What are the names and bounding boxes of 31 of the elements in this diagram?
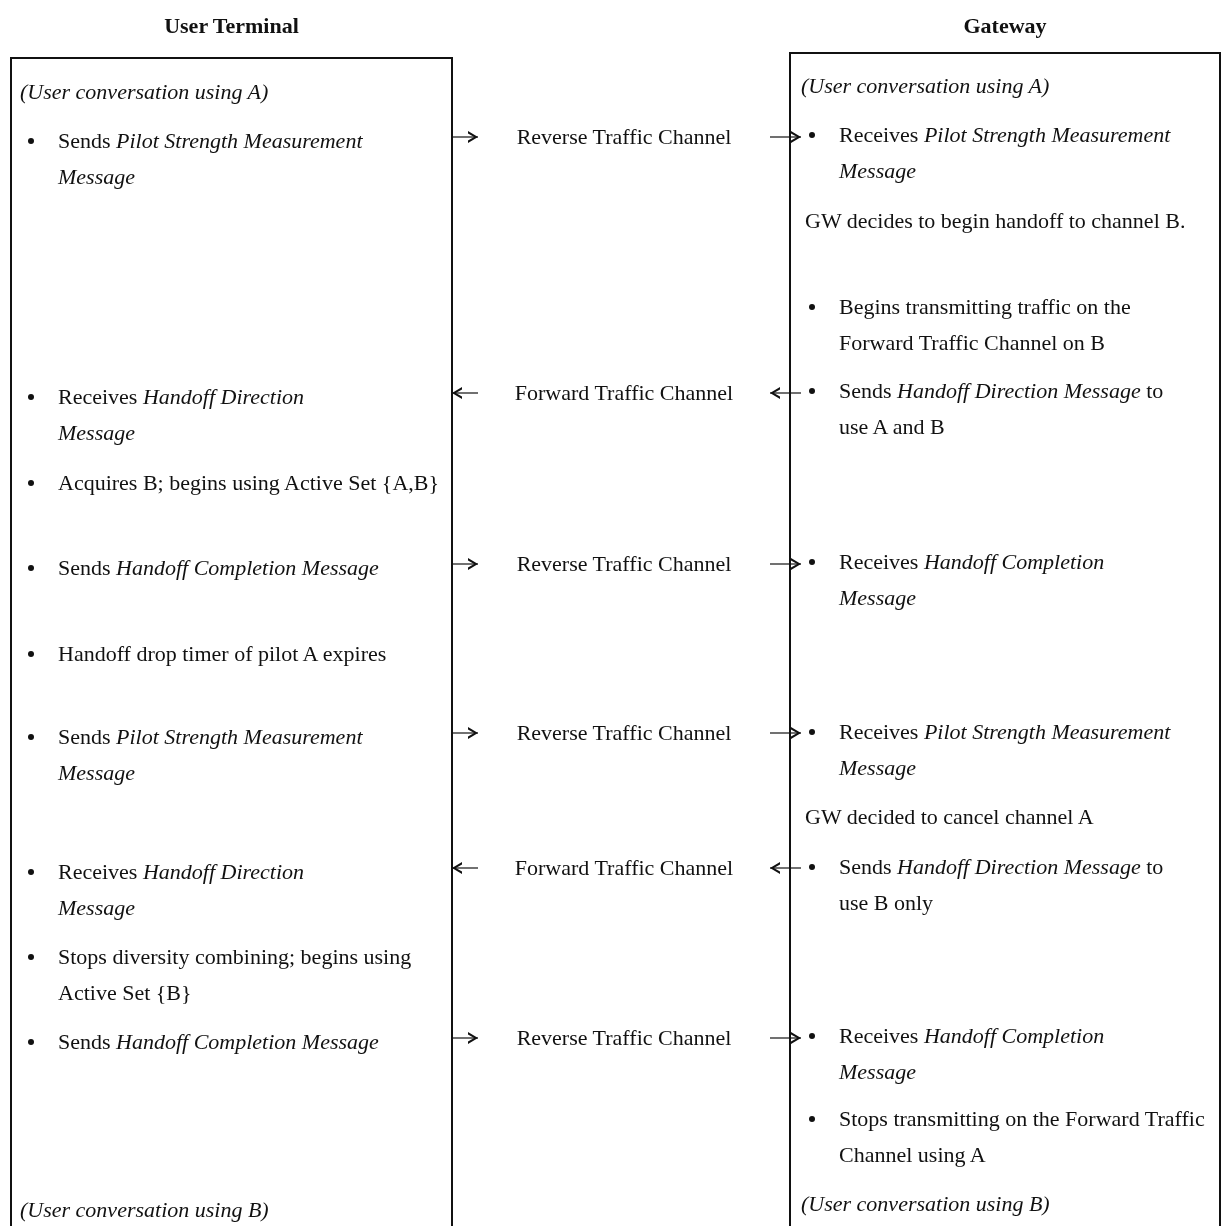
channel-label: Reverse Traffic Channel bbox=[478, 119, 770, 155]
note-text: (User conversation using A) bbox=[20, 74, 440, 110]
list-item: Receives Handoff Completion Message bbox=[801, 1018, 1181, 1090]
list-item: Receives Pilot Strength Measurement Message bbox=[801, 117, 1206, 189]
channel-label: Reverse Traffic Channel bbox=[478, 1020, 770, 1056]
list-item: Begins transmitting traffic on the Forward Traffic Channel on B bbox=[801, 289, 1206, 361]
list-item: Sends Handoff Direction Message to use A and B bbox=[801, 373, 1191, 445]
note-text: GW decided to cancel channel A bbox=[805, 799, 1210, 835]
channel-label: Forward Traffic Channel bbox=[478, 850, 770, 886]
list-item: Handoff drop timer of pilot A expires bbox=[20, 636, 452, 672]
list-item: Sends Pilot Strength Measurement Message bbox=[20, 719, 452, 791]
list-item: Receives Handoff Direction Message bbox=[20, 854, 452, 926]
list-item: Receives Handoff Completion Message bbox=[801, 544, 1181, 616]
channel-label: Reverse Traffic Channel bbox=[478, 715, 770, 751]
column-heading: User Terminal bbox=[163, 12, 300, 40]
note-text: (User conversation using A) bbox=[801, 68, 1206, 104]
list-item: Sends Handoff Direction Message to use B only bbox=[801, 849, 1191, 921]
note-text: GW decides to begin handoff to channel B. bbox=[805, 203, 1190, 239]
list-item: Stops diversity combining; begins using Active Set {B} bbox=[20, 939, 452, 1011]
note-text: (User conversation using B) bbox=[801, 1186, 1206, 1222]
channel-label: Reverse Traffic Channel bbox=[478, 546, 770, 582]
list-item: Stops transmitting on the Forward Traffic Channel using A bbox=[801, 1101, 1206, 1173]
list-item: Receives Pilot Strength Measurement Message bbox=[801, 714, 1206, 786]
list-item: Sends Pilot Strength Measurement Message bbox=[20, 123, 452, 195]
list-item: Acquires B; begins using Active Set {A,B} bbox=[20, 465, 452, 501]
list-item: Sends Handoff Completion Message bbox=[20, 1024, 452, 1060]
note-text: (User conversation using B) bbox=[20, 1192, 440, 1226]
list-item: Receives Handoff Direction Message bbox=[20, 379, 452, 451]
list-item: Sends Handoff Completion Message bbox=[20, 550, 452, 586]
column-heading: Gateway bbox=[962, 12, 1048, 40]
channel-label: Forward Traffic Channel bbox=[478, 375, 770, 411]
